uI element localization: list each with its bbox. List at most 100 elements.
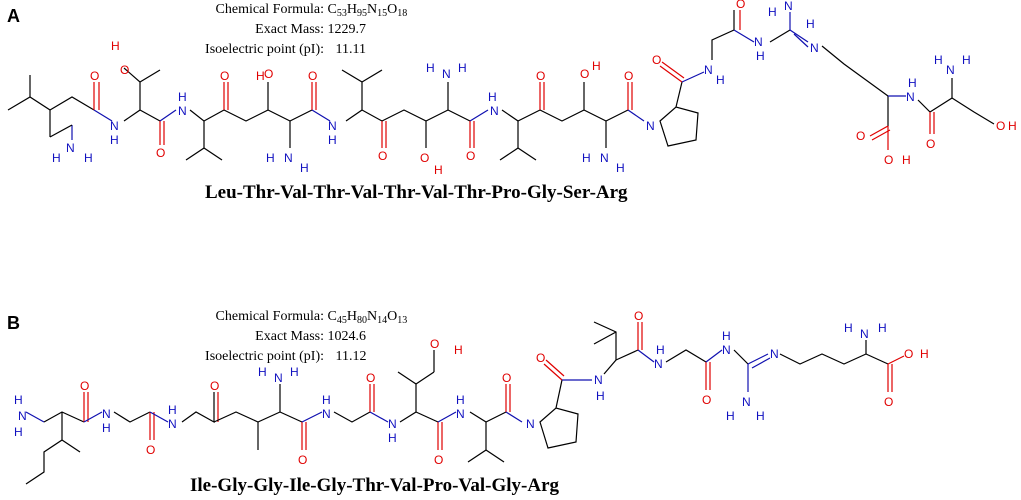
atom-label: N [178,104,187,118]
atom-label: O [146,443,155,457]
atom-label: O [366,371,375,385]
chemical-formula: C53H95N15O18 [327,2,408,19]
atom-label: N [442,67,451,81]
bond [675,81,683,108]
atom-label: H [168,403,177,417]
atom-label: O [156,146,165,160]
bond [517,109,541,122]
bond [659,65,683,83]
atom-label: O [430,337,439,351]
bond [203,109,225,122]
atom-label: O [884,395,893,409]
bond [951,97,995,125]
atom-label: O [90,69,99,83]
bond [49,96,95,111]
bond [517,147,537,161]
atom-label: H [1008,119,1017,133]
atom-label: N [860,327,869,341]
peptide-structure-b [25,321,905,485]
atom-label: N [600,151,609,165]
atom-label: N [810,41,819,55]
atom-label: N [322,407,331,421]
atom-label: O [378,149,387,163]
atom-label: O [298,453,307,467]
bond [865,353,889,365]
mass-row: Exact Mass: 1024.6 [170,327,407,347]
atom-label: N [388,417,397,431]
atom-label: H [488,90,497,104]
atom-label: O [80,379,89,393]
atom-label: O [420,151,429,165]
atom-label: H [290,365,299,379]
bond [769,29,791,43]
atom-label: N [456,407,465,421]
bond [747,353,769,365]
atom-label: H [14,425,23,439]
bond [83,411,103,423]
bond [793,33,809,48]
bond [25,412,63,485]
bond [505,411,523,423]
bond [447,109,471,122]
bond [361,69,383,83]
atom-label: N [18,409,27,423]
bond [637,349,655,363]
panel-a: A Chemical Formula: C53H95N15O18 Exact M… [7,0,1017,203]
bond [437,411,457,423]
atom-label: N [110,119,119,133]
exact-mass: 1024.6 [327,329,367,344]
panel-b: B Chemical Formula: C45H80N14O13 Exact M… [0,250,1021,500]
atom-label: H [656,343,665,357]
atom-label: N [722,343,731,357]
mass-row: Exact Mass: 1229.7 [170,20,407,40]
bond [751,357,771,369]
atom-label: H [616,161,625,175]
isoelectric-point: 11.12 [335,349,367,364]
bond [555,379,563,409]
atom-label: O [466,149,475,163]
bond [203,147,223,161]
atom-label: N [906,90,915,104]
bond [615,349,639,361]
bond [123,67,141,122]
atom-label: O [652,53,661,67]
bond [871,129,891,141]
atom-label: O [220,69,229,83]
atom-label: N [526,417,535,431]
bond [49,124,73,138]
bond [139,109,161,122]
atom-label: O [120,63,129,77]
atom-label: N [284,151,293,165]
bond [887,355,905,365]
atom-label: N [168,417,177,431]
formula-row: Chemical Formula: C45H80N14O13 [170,307,408,327]
atom-label: O [884,153,893,167]
bond [223,82,269,122]
exact-mass: 1229.7 [327,22,367,37]
bond [25,411,45,423]
atom-label: N [704,63,713,77]
peptide-sequence: Leu-Thr-Val-Thr-Val-Thr-Val-Thr-Pro-Gly-… [205,182,628,203]
bond [341,69,363,122]
atom-label: H [962,53,971,67]
panel-letter: B [7,313,20,333]
atom-labels-a: H O N H H O N H O H N O H O N H H O N H … [52,0,1017,177]
atom-label: H [426,61,435,75]
atom-label: H [388,431,397,445]
bond [7,96,51,137]
atom-label: O [996,119,1005,133]
chemical-formula: C45H80N14O13 [327,309,408,326]
bond [711,10,735,60]
atom-label: H [256,69,265,83]
formula-label: Chemical Formula: [215,309,324,324]
bond [149,411,169,423]
bond [185,109,205,161]
compound-info: Chemical Formula: C53H95N15O18 Exact Mas… [170,0,407,60]
atom-label: O [502,371,511,385]
atom-label: H [592,59,601,73]
atom-label: H [434,163,443,177]
atom-label: O [926,137,935,151]
atom-label: O [264,67,273,81]
bond [539,82,585,122]
atom-label: H [908,76,917,90]
